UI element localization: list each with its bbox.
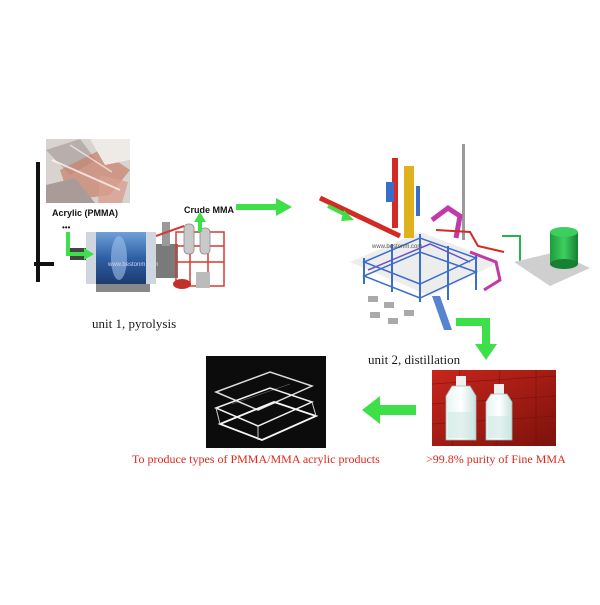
feed-label: Acrylic (PMMA) — [52, 208, 118, 218]
pyrolysis-reactor: www.bestonm.com — [34, 162, 178, 292]
pyrolysis-caption: unit 1, pyrolysis — [92, 316, 177, 331]
pmma-scrap-photo — [46, 139, 130, 203]
arrow-to-distillation — [236, 198, 292, 216]
svg-text:www.bestonm.com: www.bestonm.com — [107, 262, 158, 268]
acrylic-sheets-photo — [206, 356, 326, 448]
fine-mma-caption: >99.8% purity of Fine MMA — [426, 452, 566, 466]
output-label: Crude MMA — [184, 205, 234, 215]
products-caption: To produce types of PMMA/MMA acrylic pro… — [132, 452, 380, 466]
feed-arrow-head — [84, 248, 94, 260]
fine-mma-bottles-photo — [431, 369, 557, 447]
arrow-to-products — [362, 396, 416, 424]
crude-mma-arrow-head — [194, 212, 206, 222]
svg-text:www.bestonm.com: www.bestonm.com — [371, 244, 422, 250]
condenser-frame — [155, 223, 225, 289]
feed-arrow — [66, 232, 84, 256]
svg-text:•••: ••• — [62, 223, 71, 232]
distillation-caption: unit 2, distillation — [368, 352, 461, 367]
distillation-plant: www.bestonm.com — [318, 144, 590, 330]
arrow-to-fine-mma — [456, 318, 497, 360]
inflow-arrow — [327, 204, 354, 221]
